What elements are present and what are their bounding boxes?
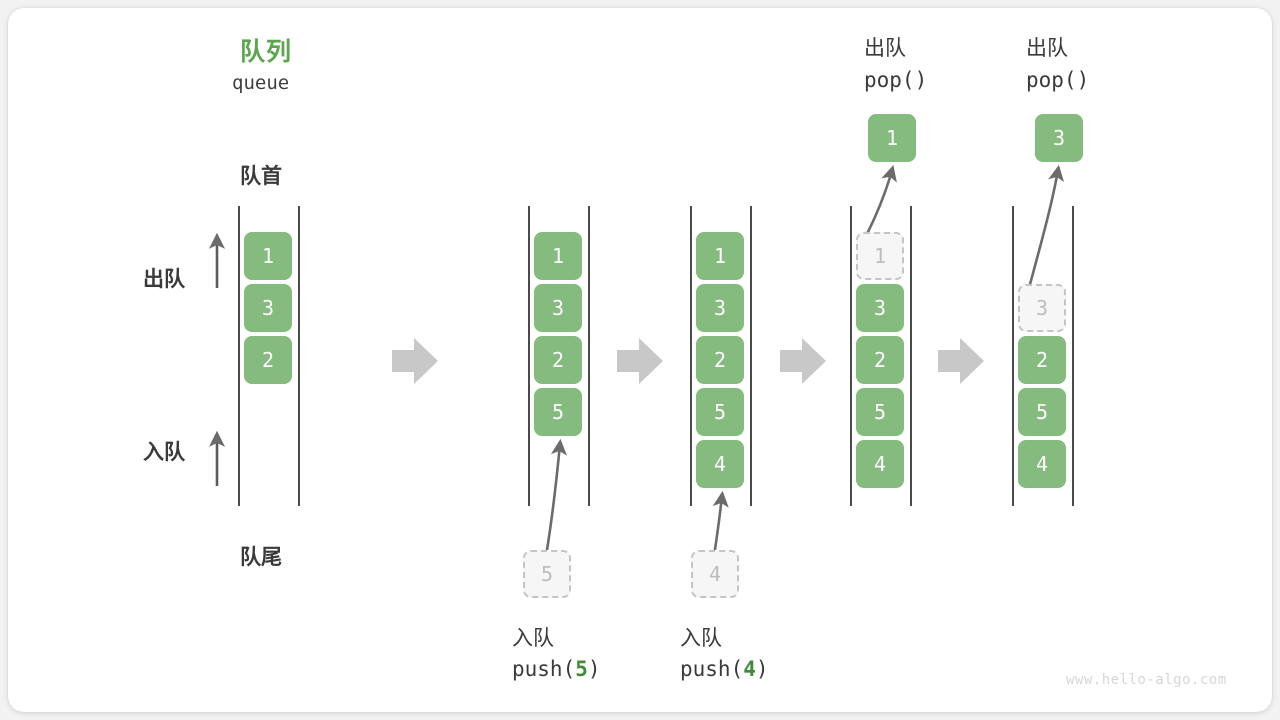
queue-cell-ghost: 3	[1018, 284, 1066, 332]
code-prefix: push(	[512, 657, 576, 681]
popped-cell: 1	[868, 114, 916, 162]
head-label: 队首	[240, 165, 282, 188]
queue-cell: 5	[856, 388, 904, 436]
queue-cell: 1	[696, 232, 744, 280]
queue-cell: 2	[856, 336, 904, 384]
code-argument: 5	[575, 657, 588, 681]
dequeue-label: 出队	[143, 268, 185, 291]
queue-cell: 2	[534, 336, 582, 384]
queue-rail-left	[528, 206, 530, 506]
code-suffix: )	[755, 657, 769, 681]
queue-rail-right	[298, 206, 300, 506]
queue-rail-left	[850, 206, 852, 506]
code-suffix: )	[587, 657, 601, 681]
queue-rail-right	[750, 206, 752, 506]
queue-cell-ghost: 1	[856, 232, 904, 280]
queue-cell: 3	[696, 284, 744, 332]
queue-cell-new: 4	[696, 440, 744, 488]
watermark: www.hello-algo.com	[1066, 672, 1227, 688]
queue-cell: 2	[696, 336, 744, 384]
code-prefix: push(	[680, 657, 744, 681]
queue-cell-ghost: 4	[691, 550, 739, 598]
popped-cell: 3	[1035, 114, 1083, 162]
push-5-op-label: 入队	[512, 627, 554, 650]
pop-1-code-label: pop()	[864, 68, 928, 92]
page-title: 队列	[240, 38, 293, 66]
queue-rail-right	[910, 206, 912, 506]
diagram-card	[8, 8, 1272, 712]
push-4-op-label: 入队	[680, 627, 722, 650]
queue-cell: 2	[244, 336, 292, 384]
queue-rail-right	[1072, 206, 1074, 506]
pop-3-op-label: 出队	[1026, 37, 1068, 60]
queue-cell-ghost: 5	[523, 550, 571, 598]
queue-cell: 3	[534, 284, 582, 332]
tail-label: 队尾	[240, 546, 282, 569]
queue-cell: 1	[534, 232, 582, 280]
queue-cell: 3	[244, 284, 292, 332]
queue-cell: 5	[696, 388, 744, 436]
pop-1-op-label: 出队	[864, 37, 906, 60]
queue-cell: 4	[1018, 440, 1066, 488]
queue-rail-right	[588, 206, 590, 506]
push-5-code-label: push(5)	[512, 657, 601, 681]
queue-cell: 1	[244, 232, 292, 280]
code-argument: 4	[743, 657, 756, 681]
enqueue-label: 入队	[143, 441, 185, 464]
queue-rail-left	[238, 206, 240, 506]
queue-rail-left	[690, 206, 692, 506]
page-subtitle: queue	[232, 72, 290, 94]
queue-cell: 3	[856, 284, 904, 332]
queue-cell-new: 5	[534, 388, 582, 436]
queue-cell: 5	[1018, 388, 1066, 436]
pop-3-code-label: pop()	[1026, 68, 1090, 92]
queue-cell: 4	[856, 440, 904, 488]
push-4-code-label: push(4)	[680, 657, 769, 681]
queue-rail-left	[1012, 206, 1014, 506]
queue-cell: 2	[1018, 336, 1066, 384]
